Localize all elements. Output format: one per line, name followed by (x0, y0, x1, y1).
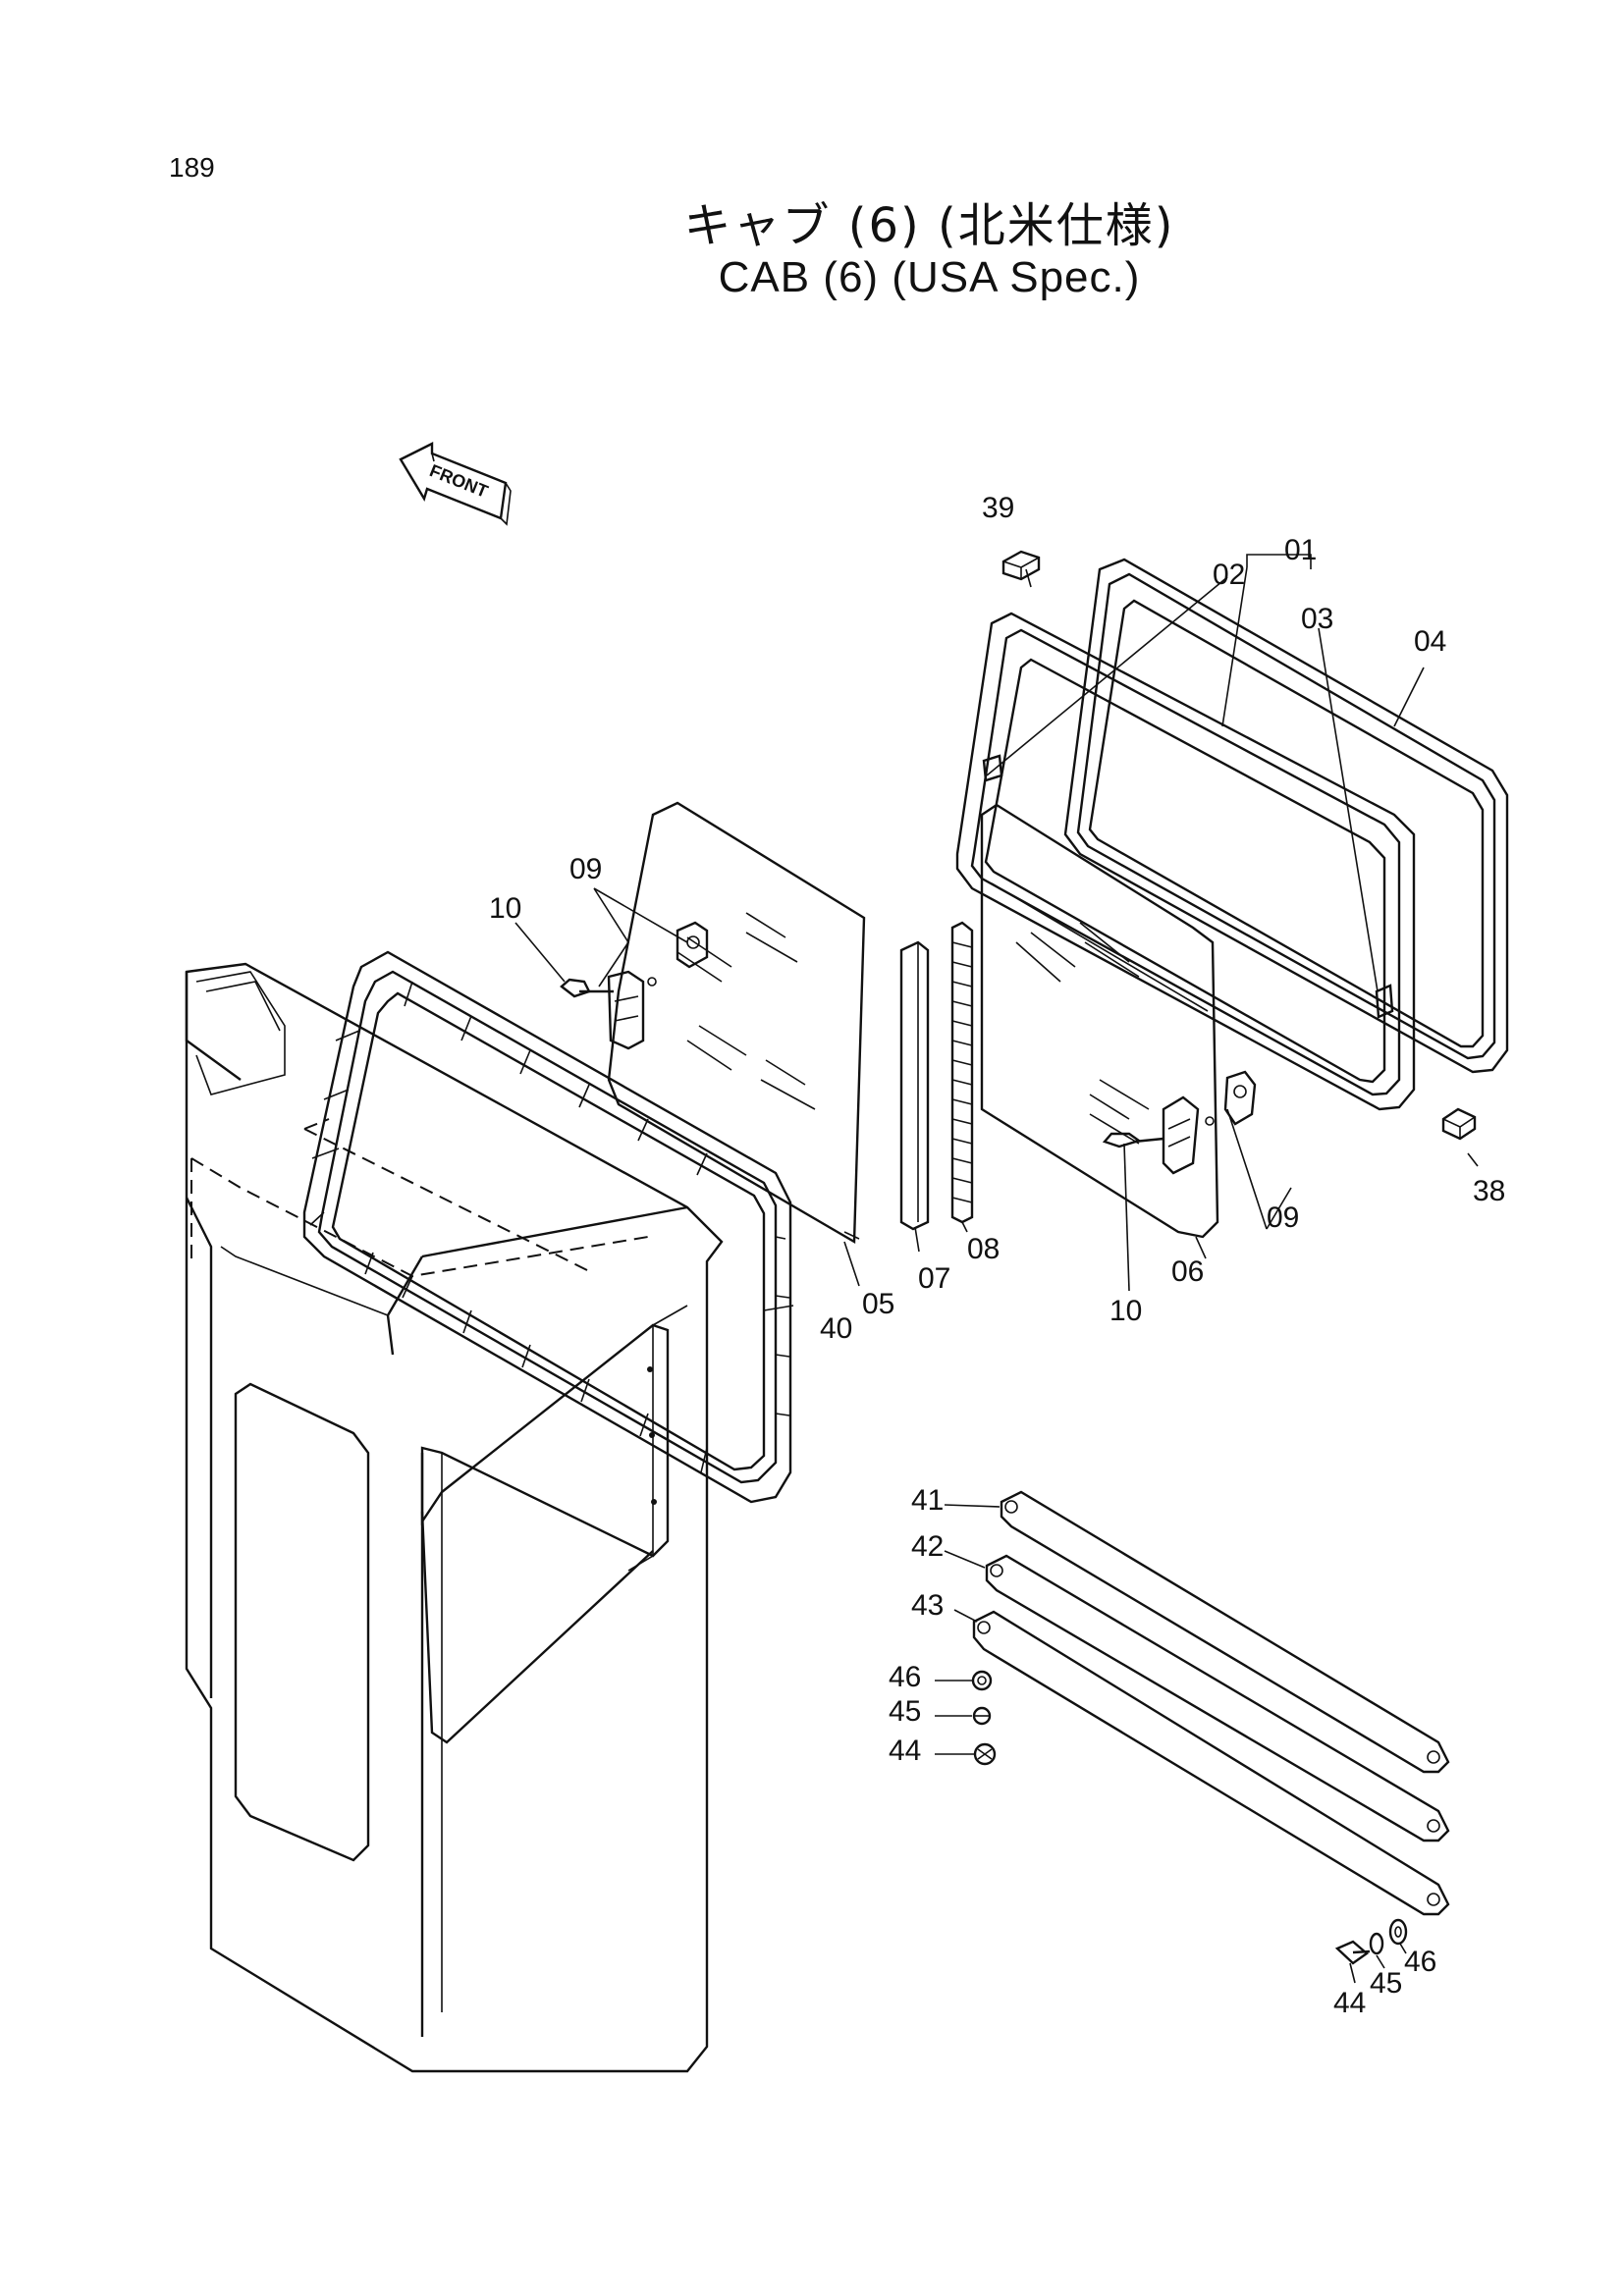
hardware-stack-right (1334, 1918, 1408, 1965)
page-number: 189 (169, 152, 215, 183)
callout-01: 01 (1284, 534, 1317, 566)
callout-10-left: 10 (489, 892, 521, 925)
callout-03: 03 (1301, 603, 1333, 635)
callout-38: 38 (1473, 1175, 1505, 1207)
callout-02: 02 (1213, 559, 1245, 591)
front-label: FRONT (427, 460, 491, 502)
callout-41: 41 (911, 1484, 944, 1517)
slide-rail-08 (950, 921, 974, 1224)
callout-09-left: 09 (569, 853, 602, 885)
spacer-block-38 (1441, 1107, 1477, 1141)
window-seal-40 (302, 950, 792, 1504)
callout-46-left: 46 (889, 1661, 921, 1693)
window-frame-04 (1063, 558, 1509, 1074)
callout-08: 08 (967, 1233, 1000, 1265)
callout-09-right: 09 (1267, 1201, 1299, 1234)
spacer-block-39 (1001, 550, 1041, 581)
page-title-english: CAB (6) (USA Spec.) (718, 253, 1141, 301)
callout-labels: 39 01 02 03 04 09 10 38 09 08 06 07 05 1… (489, 492, 1505, 2019)
callout-10-right: 10 (1109, 1295, 1142, 1327)
callout-45-right: 45 (1370, 1967, 1402, 2000)
callout-43: 43 (911, 1589, 944, 1622)
window-frame-01 (955, 612, 1416, 1111)
callout-44-right: 44 (1333, 1987, 1366, 2019)
glass-panel-06 (980, 803, 1257, 1239)
glass-panel-05 (607, 801, 866, 1245)
callout-45-left: 45 (889, 1695, 921, 1728)
leader-lines (514, 554, 1479, 1984)
cab-body (185, 962, 724, 2073)
slide-rail-07 (899, 940, 930, 1231)
callout-05: 05 (862, 1288, 894, 1320)
front-direction-arrow: FRONT (399, 442, 512, 526)
callout-04: 04 (1414, 625, 1446, 658)
stay-bar-42 (985, 1554, 1450, 1842)
callout-44-left: 44 (889, 1735, 921, 1767)
callout-07: 07 (918, 1262, 950, 1295)
callout-42: 42 (911, 1530, 944, 1563)
stay-bar-41 (1000, 1490, 1450, 1774)
callout-46-right: 46 (1404, 1946, 1436, 1978)
page-title-japanese: キャブ (6) (北米仕様) (683, 198, 1175, 253)
callout-06: 06 (1171, 1255, 1204, 1288)
callout-40: 40 (820, 1312, 852, 1345)
latch-assembly-left (560, 921, 709, 1050)
hardware-stack-left (971, 1670, 997, 1766)
callout-39: 39 (982, 492, 1014, 524)
stay-bar-43 (972, 1610, 1450, 1916)
